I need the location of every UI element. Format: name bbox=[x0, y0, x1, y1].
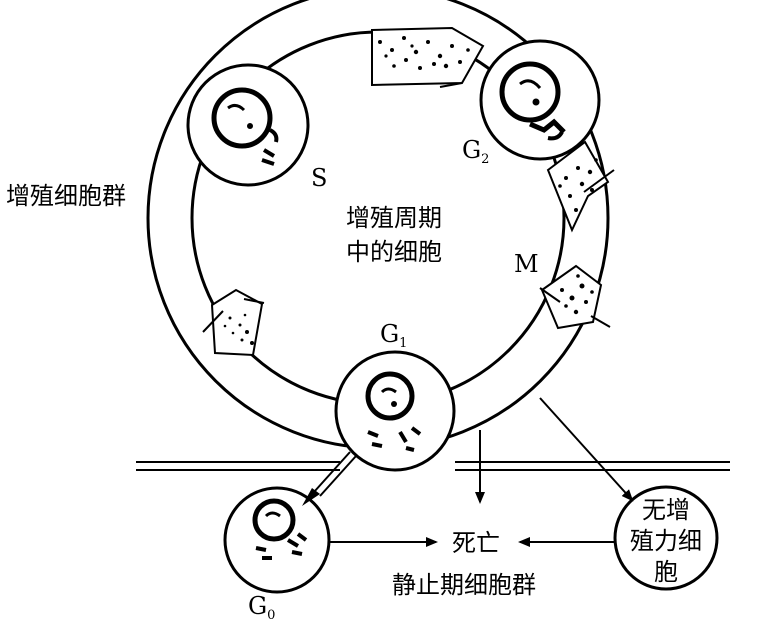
center-label-line2: 中的细胞 bbox=[346, 238, 442, 266]
non-proliferating-label-line2: 殖力细 bbox=[630, 527, 702, 555]
g0-phase-cell bbox=[223, 486, 331, 594]
phase-g0-main: G bbox=[248, 592, 267, 620]
death-label: 死亡 bbox=[452, 529, 500, 557]
s-phase-cell bbox=[186, 63, 310, 187]
proliferating-population-label: 增殖细胞群 bbox=[6, 182, 126, 210]
center-label-line1: 增殖周期 bbox=[346, 204, 442, 232]
resting-population-label: 静止期细胞群 bbox=[392, 571, 536, 599]
phase-g1-sub: 1 bbox=[399, 336, 407, 351]
g2-phase-cell bbox=[479, 39, 601, 161]
phase-arrow-g2-m bbox=[546, 140, 615, 233]
phase-g2-label: G2 bbox=[462, 136, 489, 167]
phase-s-label: S bbox=[311, 164, 327, 192]
g1-phase-cell bbox=[334, 350, 456, 472]
phase-arrow-m-g1 bbox=[539, 264, 611, 330]
phase-arrow-g1-s bbox=[202, 288, 265, 357]
phase-arrow-s-g2 bbox=[371, 26, 485, 88]
arrow-g1-to-g0 bbox=[302, 451, 357, 506]
phase-g1-label: G1 bbox=[380, 320, 407, 351]
non-proliferating-cell bbox=[613, 485, 719, 591]
arrow-cycle-to-non-proliferating bbox=[539, 397, 634, 502]
phase-g0-sub: 0 bbox=[267, 608, 275, 623]
phase-g2-main: G bbox=[462, 136, 481, 164]
non-proliferating-label-line1: 无增 bbox=[642, 496, 690, 524]
phase-g0-label: G0 bbox=[248, 592, 275, 623]
population-separator bbox=[136, 461, 730, 471]
phase-m-label: M bbox=[514, 250, 539, 278]
non-proliferating-label-line3: 胞 bbox=[654, 558, 678, 586]
phase-g2-sub: 2 bbox=[481, 152, 489, 167]
phase-g1-main: G bbox=[380, 320, 399, 348]
